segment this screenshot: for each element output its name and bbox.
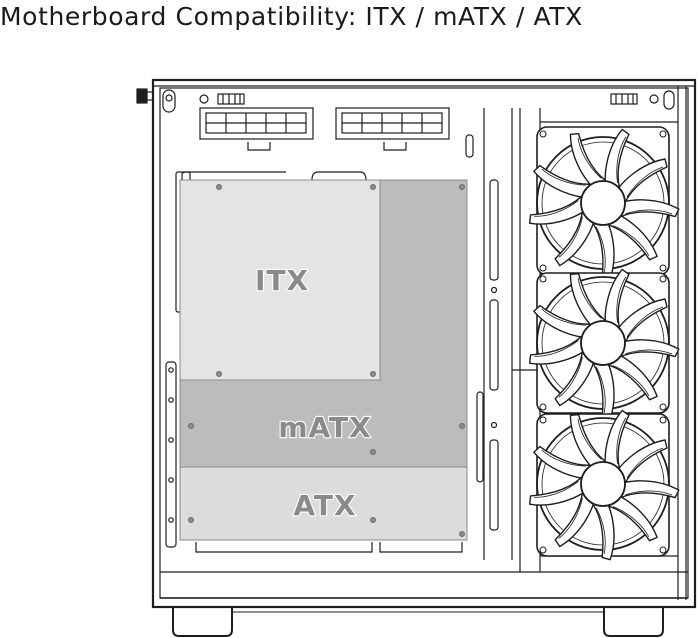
fan-icon — [527, 408, 682, 563]
top-fan-mount — [199, 107, 474, 158]
front-fans — [527, 126, 682, 563]
standoff-holes — [187, 183, 465, 538]
diagram-title: Motherboard Compatibility: ITX / mATX / … — [0, 2, 583, 31]
atx-label: ATX — [293, 489, 356, 522]
itx-board — [179, 179, 381, 381]
matx-label: mATX — [278, 411, 371, 444]
itx-label: ITX — [255, 264, 309, 297]
top-io — [136, 88, 675, 113]
fan-icon — [527, 267, 682, 422]
fan-icon — [527, 126, 682, 282]
